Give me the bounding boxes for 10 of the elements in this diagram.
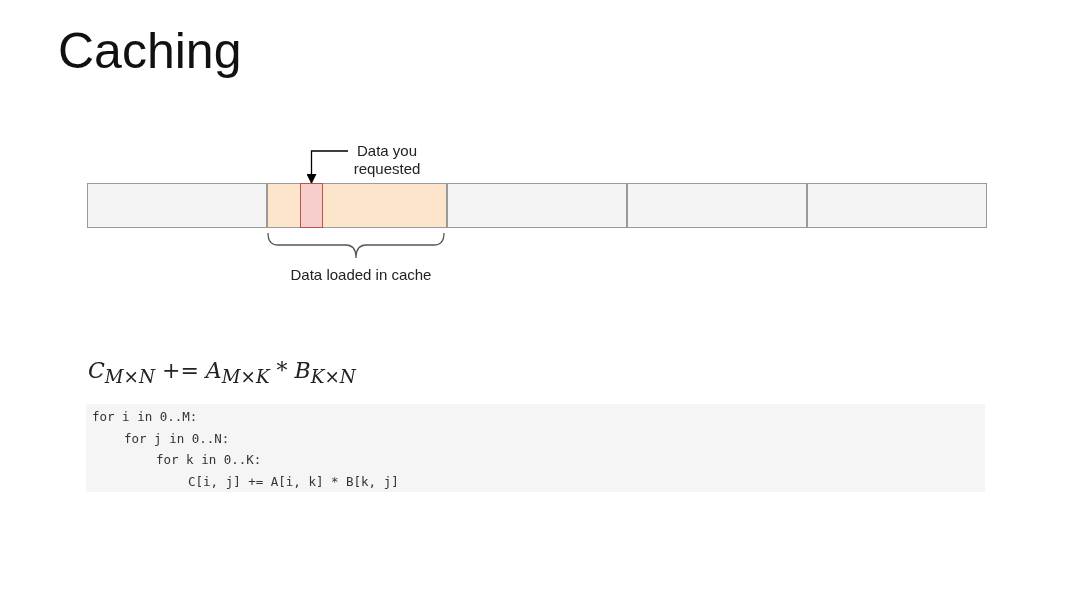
- callout-text: Data you requested: [350, 142, 424, 178]
- requested-data-block: [300, 183, 323, 228]
- code-line: for j in 0..N:: [124, 430, 230, 446]
- leader-line: [306, 150, 349, 184]
- slide-title: Caching: [58, 22, 242, 80]
- formula: C$_{M×N}$ += A$_{M×K}$ * B$_{K×N}$: [88, 358, 356, 388]
- code-line: for i in 0..M:: [92, 409, 198, 424]
- code-line: for k in 0..K:: [156, 452, 262, 467]
- code-line: C[i, j] += A[i, k] * B[k, j]: [188, 473, 399, 489]
- brace-label: Data loaded in cache: [289, 266, 433, 283]
